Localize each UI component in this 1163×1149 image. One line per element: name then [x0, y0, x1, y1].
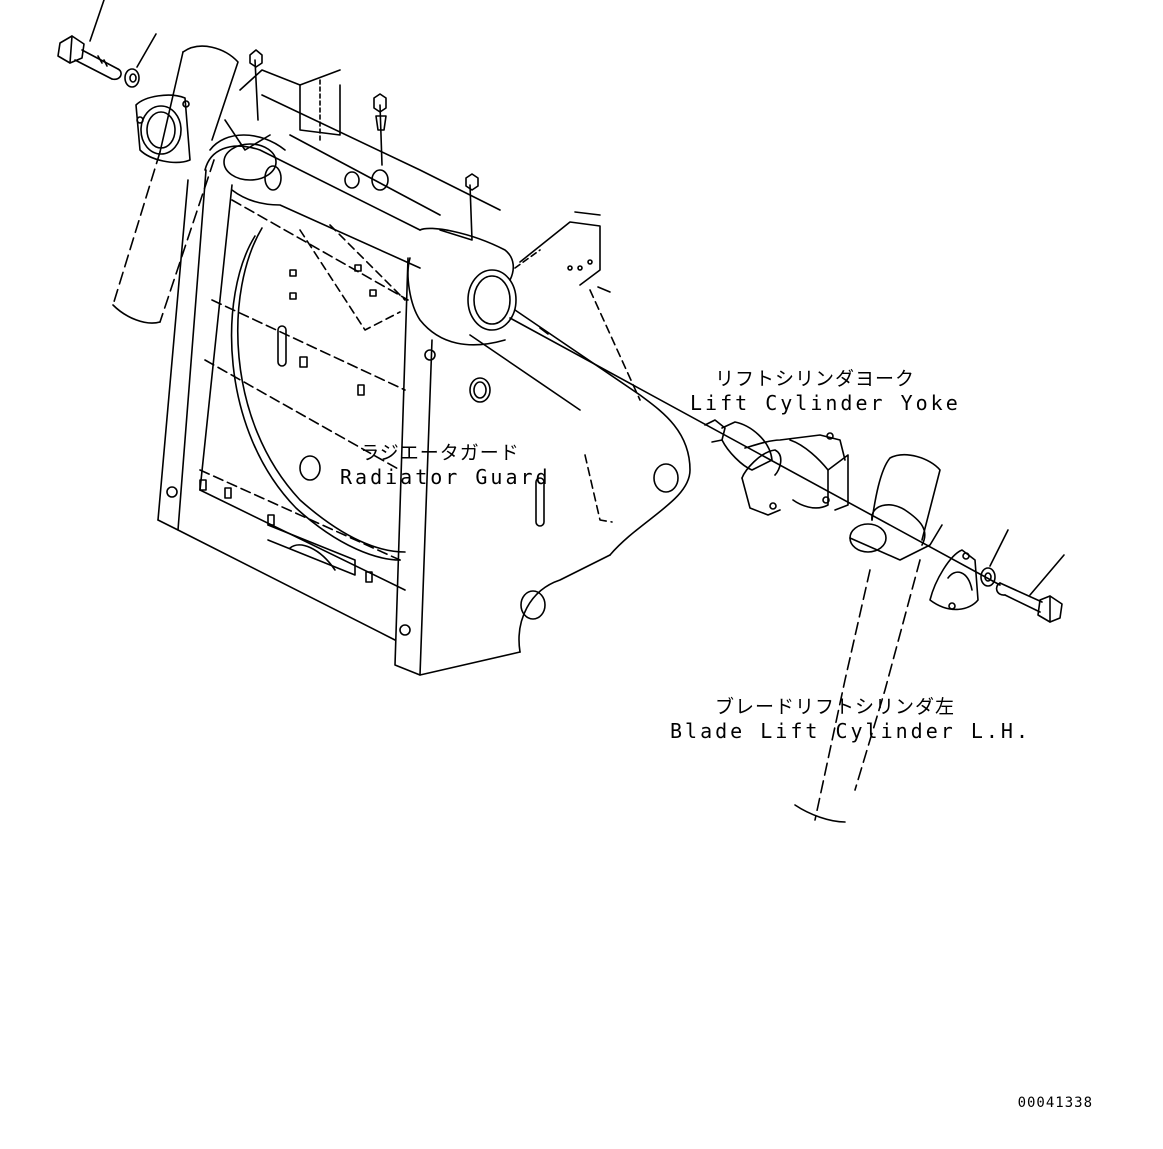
callout-radiator-guard: ラジエータガード Radiator Guard — [340, 438, 551, 489]
bolt-lower-right — [997, 555, 1064, 622]
callout-jp: ブレードリフトシリンダ左 — [714, 696, 955, 718]
figure-number: 00041338 — [1017, 1095, 1093, 1111]
callout-jp: リフトシリンダヨーク — [714, 368, 915, 390]
callout-en: Lift Cylinder Yoke — [690, 391, 961, 415]
callout-jp: ラジエータガード — [360, 442, 520, 464]
yoke-cap-upper-left — [136, 95, 190, 162]
guard-right-boss — [265, 94, 540, 345]
radiator-guard-frame — [158, 95, 690, 675]
callout-en: Radiator Guard — [340, 465, 551, 489]
washer-lower-right — [981, 530, 1008, 586]
blade-lift-cylinder-lh — [795, 455, 942, 822]
callout-en: Blade Lift Cylinder L.H. — [670, 719, 1031, 743]
assembly-axis-line — [510, 318, 1000, 585]
upper-fittings — [210, 50, 340, 180]
washer-upper-left — [125, 34, 156, 87]
yoke-cap-lower-right — [930, 550, 978, 609]
guard-bracket-plate — [520, 212, 610, 292]
bolt-upper-left — [58, 0, 121, 79]
callout-lift-cylinder-yoke: リフトシリンダヨーク Lift Cylinder Yoke — [690, 364, 961, 415]
callout-blade-lift-cylinder: ブレードリフトシリンダ左 Blade Lift Cylinder L.H. — [670, 692, 1031, 743]
lift-cylinder-yoke — [705, 420, 848, 515]
